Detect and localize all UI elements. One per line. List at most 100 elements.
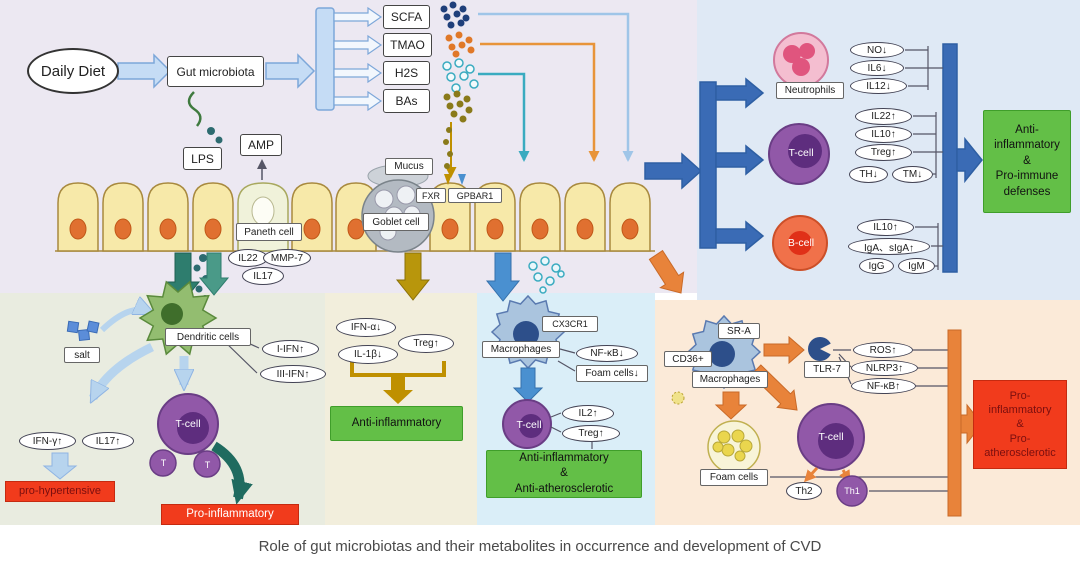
foam-cells-label: Foam cells (700, 469, 768, 486)
b-cell-label: B-cell (787, 237, 815, 249)
neutrophil-marker-no: NO↓ (850, 42, 904, 58)
bacteria-icon (187, 91, 223, 144)
marker-nfkb-up: NF-κB↑ (851, 378, 916, 394)
cd36-label: CD36+ (664, 351, 712, 367)
marker-ifn-gamma: IFN-γ↑ (19, 432, 76, 450)
bas-dots-icon (443, 90, 473, 169)
tmao-down-arrow (648, 249, 685, 294)
goblet-cell-label: Goblet cell (363, 213, 429, 231)
macrophage-marker-lines (557, 348, 576, 372)
pro-inflammatory-box: Pro-inflammatory (161, 504, 299, 525)
tcell-to-th2-arrow (803, 466, 819, 483)
sr-a-label: SR-A (718, 323, 760, 339)
tmao-outcome-bar (947, 329, 983, 517)
gpbar1-label: GPBAR1 (448, 188, 502, 203)
neutrophil-marker-il12: IL12↓ (850, 78, 907, 94)
pro-hypertensive-box: pro-hypertensive (5, 481, 115, 502)
marker-ros: ROS↑ (853, 342, 913, 358)
amp-node: AMP (240, 134, 282, 156)
neutrophil-marker-il6: IL6↓ (850, 60, 904, 76)
dendritic-marker-i-ifn: I-IFN↑ (262, 340, 319, 358)
bcell-marker-igg: IgG (859, 258, 894, 274)
t-cell-right (768, 123, 830, 185)
tcell-marker-tm: TM↓ (892, 166, 933, 183)
th1-label: Th1 (844, 486, 860, 496)
immune-bracket-lines (905, 46, 943, 270)
dendritic-marker-iii-ifn: III-IFN↑ (260, 365, 326, 383)
scfa-dots-icon (440, 1, 470, 29)
epithelium-villi (55, 164, 655, 253)
marker-ifn-alpha: IFN-α↓ (336, 318, 396, 337)
t-small-2-label: T (204, 459, 211, 470)
th2-label: Th2 (786, 482, 822, 500)
receptor-dot-icon (671, 391, 685, 405)
salt-label: salt (64, 347, 100, 363)
t-cell-cyan-label: T-cell (516, 418, 542, 431)
dendritic-cells-label: Dendritic cells (165, 328, 251, 346)
marker-il1b: IL-1β↓ (338, 345, 398, 364)
cx3cr1-label: CX3CR1 (542, 316, 598, 332)
immune-bracket-arrows (644, 43, 983, 273)
goblet-down-arrow (395, 252, 431, 301)
paneth-factor-mmp7: MMP-7 (263, 249, 311, 267)
mucus-label: Mucus (385, 158, 433, 175)
neutrophil-cell (773, 32, 829, 88)
tmao-outcome-box: Pro- inflammatory & Pro- atherosclerotic (973, 380, 1067, 469)
h2s-trail-bubbles-icon (528, 256, 565, 294)
metabolite-tmao: TMAO (383, 33, 432, 57)
goblet-outcome-arrow (383, 375, 413, 404)
macrophage-to-tcell-arrow (512, 367, 544, 403)
marker-foam-down: Foam cells↓ (576, 365, 648, 382)
marker-nfkb-down: NF-κB↓ (576, 345, 638, 362)
tcell-marker-th: TH↓ (849, 166, 888, 183)
marker-il2: IL2↑ (562, 405, 614, 422)
gut-microbiota-node: Gut microbiota (167, 56, 264, 87)
goblet-cell-shape (361, 164, 435, 253)
tmao-bracket-lines (770, 349, 948, 492)
tcell-marker-il22: IL22↑ (855, 108, 912, 125)
metabolite-connectors (445, 12, 634, 178)
marker-treg-tan: Treg↑ (398, 334, 454, 353)
tcell-marker-il10: IL10↑ (855, 126, 912, 143)
lps-node: LPS (183, 147, 222, 170)
tmao-dots-icon (445, 31, 475, 58)
tcell-marker-lines (550, 412, 593, 449)
h2s-down-arrow (485, 252, 521, 302)
daily-diet-node: Daily Diet (27, 48, 119, 94)
tlr7-label: TLR-7 (804, 361, 850, 378)
to-hypertensive-arrow (42, 452, 78, 480)
foam-cell (707, 420, 761, 474)
t-cell-bottom-left (149, 393, 221, 478)
gpbar1-receptor-icon (458, 174, 466, 185)
t-cell-peach-label: T-cell (818, 431, 844, 443)
bcell-marker-il10: IL10↑ (857, 219, 914, 236)
th1-cell (836, 475, 868, 507)
macrophages-cyan-label: Macrophages (482, 341, 560, 358)
t-cell-peach (797, 403, 865, 471)
marker-nlrp3: NLRP3↑ (851, 360, 918, 376)
fxr-receptor-icon (444, 174, 452, 185)
dendritic-to-hypertension-arrow (88, 342, 154, 398)
bcell-marker-igm: IgM (898, 258, 935, 274)
metabolite-scfa: SCFA (383, 5, 430, 29)
h2s-outcome-box: Anti-inflammatory & Anti-atherosclerotic (486, 450, 642, 498)
marker-treg-cyan: Treg↑ (562, 425, 620, 442)
t-small-1-label: T (160, 457, 167, 468)
tlr7-receptor-icon (808, 337, 834, 361)
salt-arrow (99, 310, 150, 333)
bcell-marker-iga: IgA、sIgA↑ (848, 238, 930, 255)
paneth-cell-label: Paneth cell (236, 223, 302, 241)
h2s-bubbles-icon (442, 58, 479, 93)
t-cell-cyan (502, 399, 552, 449)
immune-outcome-box: Anti- inflammatory & Pro-immune defenses (983, 110, 1071, 213)
flow-block-arrows (117, 6, 383, 112)
fxr-label: FXR (416, 188, 446, 203)
paneth-factor-il17: IL17 (242, 267, 284, 285)
metabolite-h2s: H2S (383, 61, 430, 85)
marker-il17: IL17↑ (82, 432, 134, 450)
salt-cubes-icon (66, 320, 100, 342)
b-cell (772, 215, 828, 271)
paneth-factor-il22: IL22 (228, 249, 268, 267)
